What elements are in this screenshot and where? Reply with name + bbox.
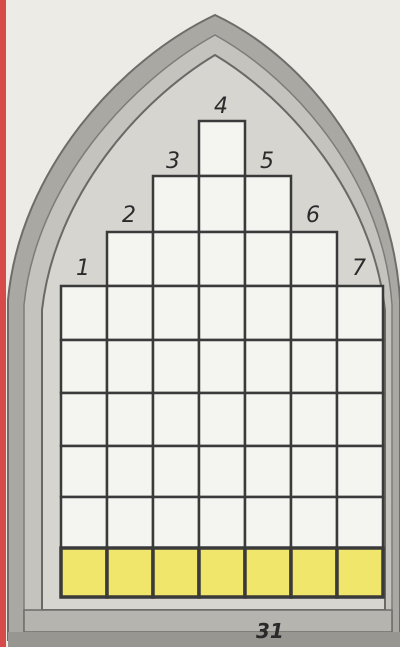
grid-cell-col-3-row-8[interactable]	[153, 497, 199, 548]
answer-cell-col-5[interactable]	[245, 548, 291, 597]
grid-cell-col-2-row-4[interactable]	[107, 286, 153, 340]
grid-cell-col-7-row-5[interactable]	[337, 340, 383, 393]
grid-cell-col-5-row-7[interactable]	[245, 446, 291, 497]
grid-cell-col-1-row-5[interactable]	[61, 340, 107, 393]
grid-cell-col-3-row-5[interactable]	[153, 340, 199, 393]
grid-cell-col-7-row-4[interactable]	[337, 286, 383, 340]
red-page-edge	[0, 0, 6, 647]
grid-cell-col-5-row-5[interactable]	[245, 340, 291, 393]
grid-cell-col-1-row-8[interactable]	[61, 497, 107, 548]
grid-cell-col-7-row-6[interactable]	[337, 393, 383, 446]
grid-cell-col-4-row-3[interactable]	[199, 232, 245, 286]
grid-cell-col-5-row-6[interactable]	[245, 393, 291, 446]
grid-cell-col-6-row-6[interactable]	[291, 393, 337, 446]
column-number-5: 5	[260, 149, 274, 174]
grid-cell-col-3-row-6[interactable]	[153, 393, 199, 446]
column-number-7: 7	[352, 256, 366, 281]
grid-cell-col-4-row-6[interactable]	[199, 393, 245, 446]
grid-cell-col-1-row-6[interactable]	[61, 393, 107, 446]
grid-cell-col-2-row-7[interactable]	[107, 446, 153, 497]
answer-cell-col-1[interactable]	[61, 548, 107, 597]
column-number-2: 2	[122, 203, 136, 228]
grid-cell-col-6-row-5[interactable]	[291, 340, 337, 393]
answer-cell-col-6[interactable]	[291, 548, 337, 597]
grid-cell-col-6-row-3[interactable]	[291, 232, 337, 286]
grid-cell-col-3-row-7[interactable]	[153, 446, 199, 497]
grid-cell-col-3-row-3[interactable]	[153, 232, 199, 286]
grid-cell-col-2-row-8[interactable]	[107, 497, 153, 548]
grid-cell-col-7-row-7[interactable]	[337, 446, 383, 497]
grid-cell-col-3-row-4[interactable]	[153, 286, 199, 340]
grid-cell-col-4-row-5[interactable]	[199, 340, 245, 393]
window-sill	[24, 610, 392, 632]
grid-cell-col-6-row-7[interactable]	[291, 446, 337, 497]
grid-cell-col-2-row-3[interactable]	[107, 232, 153, 286]
grid-cell-col-4-row-1[interactable]	[199, 121, 245, 176]
column-number-1: 1	[76, 256, 90, 281]
grid-cell-col-2-row-5[interactable]	[107, 340, 153, 393]
grid-cell-col-7-row-8[interactable]	[337, 497, 383, 548]
grid-cell-col-4-row-8[interactable]	[199, 497, 245, 548]
grid-cell-col-1-row-7[interactable]	[61, 446, 107, 497]
answer-cell-col-3[interactable]	[153, 548, 199, 597]
column-number-3: 3	[166, 149, 180, 174]
grid-cell-col-5-row-2[interactable]	[245, 176, 291, 232]
grid-cell-col-5-row-8[interactable]	[245, 497, 291, 548]
page-number: 31	[256, 619, 284, 643]
grid-cell-col-4-row-7[interactable]	[199, 446, 245, 497]
answer-cell-col-4[interactable]	[199, 548, 245, 597]
column-number-4: 4	[214, 94, 228, 119]
column-number-6: 6	[306, 203, 320, 228]
answer-cell-col-2[interactable]	[107, 548, 153, 597]
grid-cell-col-1-row-4[interactable]	[61, 286, 107, 340]
grid-cell-col-5-row-3[interactable]	[245, 232, 291, 286]
base-ledge	[8, 632, 400, 647]
grid-cell-col-5-row-4[interactable]	[245, 286, 291, 340]
grid-cell-col-6-row-4[interactable]	[291, 286, 337, 340]
answer-cell-col-7[interactable]	[337, 548, 383, 597]
grid-cell-col-4-row-2[interactable]	[199, 176, 245, 232]
grid-cell-col-3-row-2[interactable]	[153, 176, 199, 232]
grid-cell-col-4-row-4[interactable]	[199, 286, 245, 340]
grid-cell-col-2-row-6[interactable]	[107, 393, 153, 446]
grid-cell-col-6-row-8[interactable]	[291, 497, 337, 548]
